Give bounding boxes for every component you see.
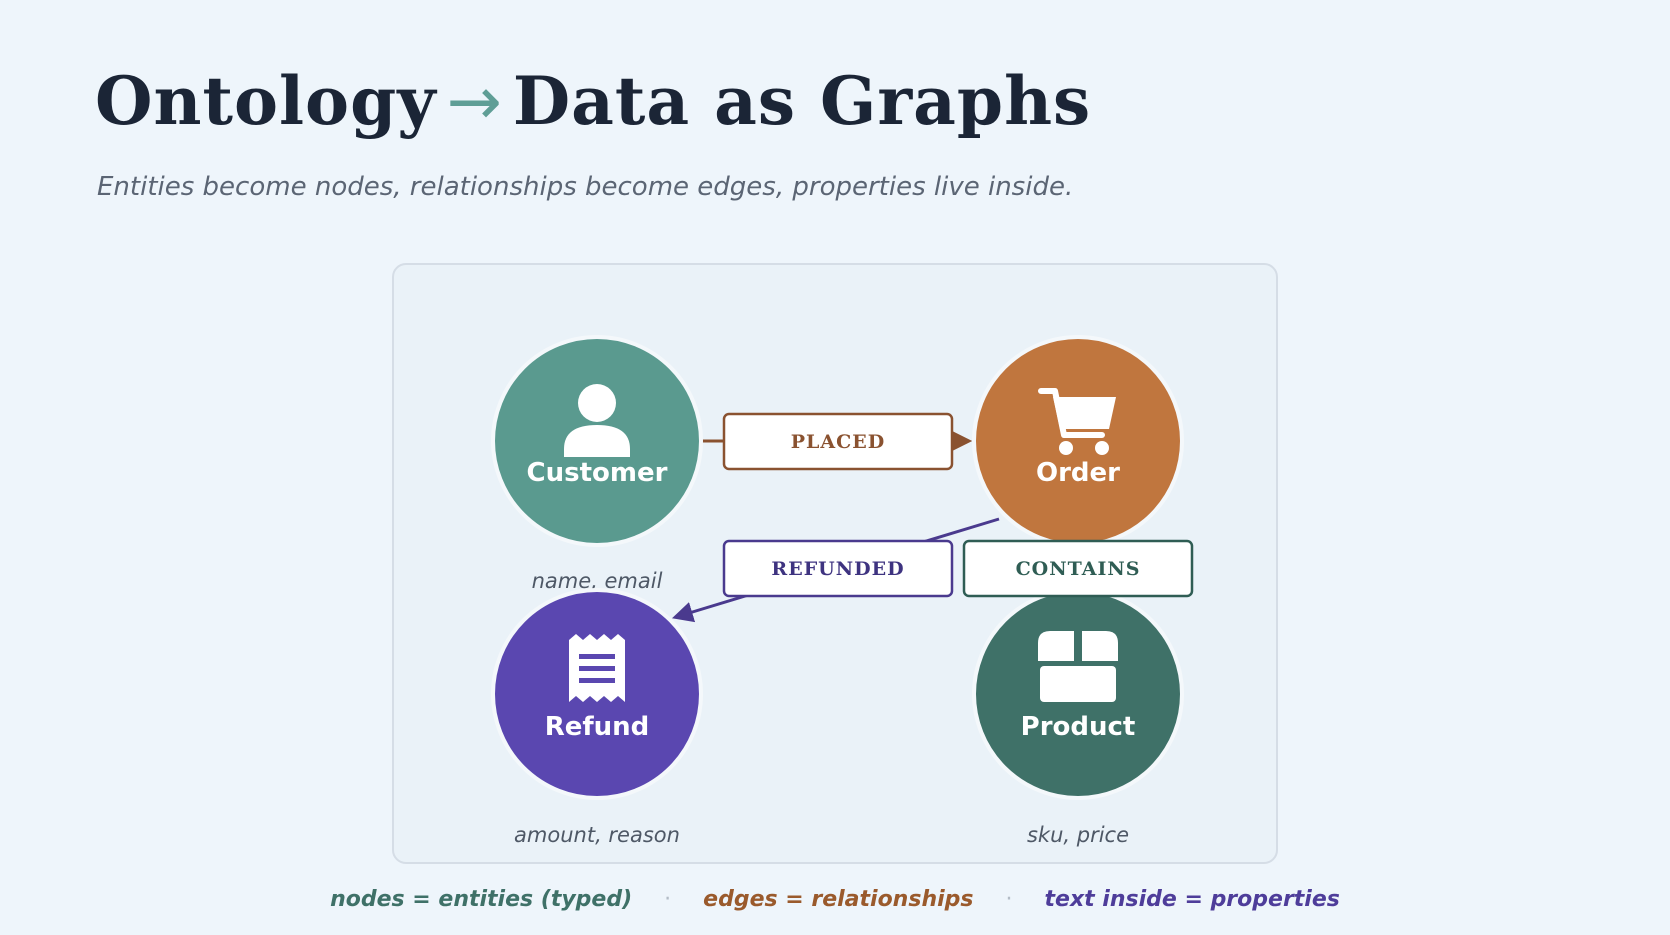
person-icon [564,384,630,457]
edge-label-refunded[interactable]: REFUNDED [722,539,954,598]
node-order-circle [972,335,1184,547]
edge-label-refunded-text: REFUNDED [771,558,904,580]
node-refund[interactable]: Refund [491,588,703,800]
graph-panel: Customer name, email Order Refund [392,263,1278,864]
edge-label-placed-text: PLACED [791,431,885,453]
node-customer-label: Customer [527,458,668,488]
node-product-label: Product [1021,712,1136,742]
node-customer[interactable]: Customer [491,335,703,547]
node-order-label: Order [1036,458,1120,488]
page-subtitle: Entities become nodes, relationships bec… [97,172,1074,202]
edge-label-contains-text: CONTAINS [1016,558,1141,580]
node-order[interactable]: Order [972,335,1184,547]
shopping-cart-icon [1038,388,1116,455]
legend-properties: text inside = properties [1044,887,1340,912]
node-product[interactable]: Product [972,588,1184,800]
title-right: Data as Graphs [512,62,1092,140]
legend-separator: · [1005,887,1013,912]
legend: nodes = entities (typed) · edges = relat… [0,887,1670,912]
node-refund-label: Refund [545,712,650,742]
node-product-properties: sku, price [1027,823,1129,847]
legend-separator: · [664,887,672,912]
legend-nodes: nodes = entities (typed) [330,887,633,912]
page-title: Ontology→Data as Graphs [95,62,1091,140]
edge-label-placed[interactable]: PLACED [722,412,954,471]
title-arrow: → [446,63,503,140]
receipt-icon [569,634,625,702]
box-icon [1038,631,1118,702]
edge-label-contains[interactable]: CONTAINS [962,539,1194,598]
title-left: Ontology [95,62,437,140]
node-refund-properties: amount, reason [514,823,680,847]
legend-edges: edges = relationships [703,887,974,912]
graph-diagram: Customer name, email Order Refund [491,335,1194,847]
